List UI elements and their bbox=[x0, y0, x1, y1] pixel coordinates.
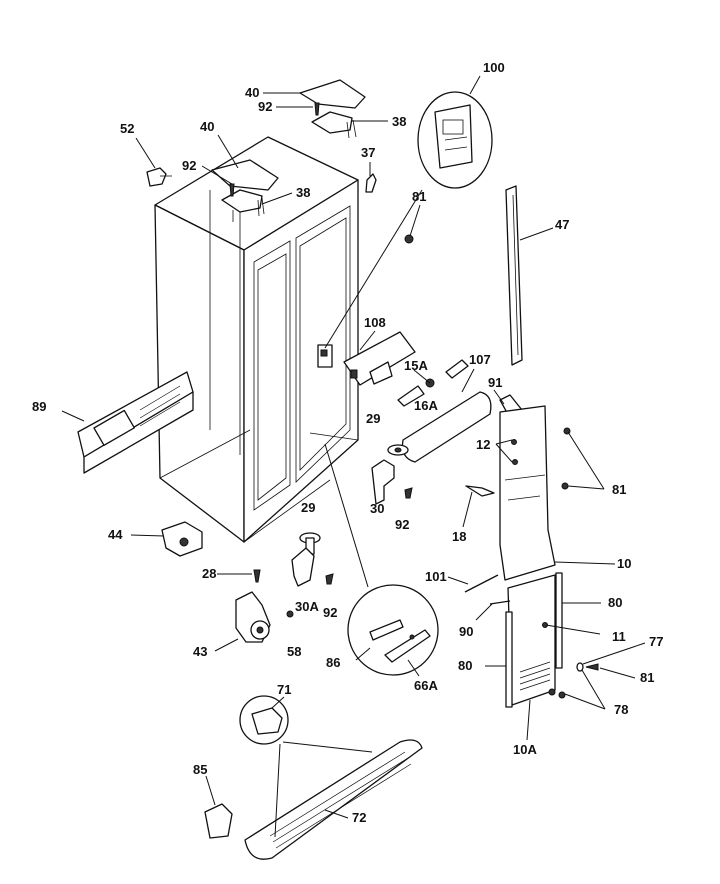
screw-81-bottom bbox=[585, 663, 599, 671]
refrigerator-cabinet bbox=[154, 136, 359, 543]
screw-92-center bbox=[404, 487, 413, 499]
callout-92-lower: 92 bbox=[182, 158, 196, 173]
bracket-30a bbox=[291, 547, 315, 587]
callout-81-bottom: 81 bbox=[640, 670, 654, 685]
bearing-29-lower bbox=[299, 532, 321, 555]
screw-81-right-lower bbox=[561, 482, 569, 490]
bearing-29-upper bbox=[387, 444, 409, 456]
top-hinge-cover-lower bbox=[211, 159, 279, 191]
hinge-pin-cap bbox=[365, 173, 377, 193]
callout-92-center: 92 bbox=[395, 517, 409, 532]
callout-29-upper: 29 bbox=[366, 411, 380, 426]
callout-101: 101 bbox=[425, 569, 447, 584]
callout-108: 108 bbox=[364, 315, 386, 330]
top-hinge-upper bbox=[311, 111, 357, 139]
callout-90: 90 bbox=[459, 624, 473, 639]
callout-37: 37 bbox=[361, 145, 375, 160]
back-panel bbox=[499, 405, 556, 581]
callout-91: 91 bbox=[488, 375, 502, 390]
hinge-screw-lower bbox=[229, 183, 235, 197]
callout-81-right: 81 bbox=[612, 482, 626, 497]
callout-11: 11 bbox=[612, 629, 626, 644]
callout-78: 78 bbox=[614, 702, 628, 717]
screw-92-lower bbox=[325, 573, 334, 585]
callout-30: 30 bbox=[370, 501, 384, 516]
callout-43: 43 bbox=[193, 644, 207, 659]
callout-38-upper: 38 bbox=[392, 114, 406, 129]
compressor-access-panel bbox=[77, 371, 194, 474]
callout-40-upper: 40 bbox=[245, 85, 259, 100]
side-rail-80-right bbox=[555, 572, 563, 669]
callout-100: 100 bbox=[483, 60, 505, 75]
callout-92-upper: 92 bbox=[258, 99, 272, 114]
screw-81-top bbox=[404, 234, 414, 244]
callout-47: 47 bbox=[555, 217, 569, 232]
detail-circle-71 bbox=[239, 695, 289, 745]
callout-labels: 100 40 92 38 52 40 92 38 37 81 47 108 15… bbox=[32, 60, 663, 825]
control-housing bbox=[343, 331, 416, 386]
callout-107: 107 bbox=[469, 352, 491, 367]
vent-grille bbox=[519, 661, 551, 691]
callout-52: 52 bbox=[120, 121, 134, 136]
callout-29-lower: 29 bbox=[301, 500, 315, 515]
washer-77 bbox=[576, 662, 584, 672]
callout-12: 12 bbox=[476, 437, 490, 452]
callout-10a: 10A bbox=[513, 742, 537, 757]
screws-78 bbox=[548, 688, 566, 699]
callout-66a: 66A bbox=[414, 678, 438, 693]
callout-58: 58 bbox=[287, 644, 301, 659]
control-bracket-small bbox=[317, 344, 333, 368]
callout-18: 18 bbox=[452, 529, 466, 544]
callout-92-lower-center: 92 bbox=[323, 605, 337, 620]
leveling-leg-44 bbox=[161, 521, 203, 557]
callout-10: 10 bbox=[617, 556, 631, 571]
callout-71: 71 bbox=[277, 682, 291, 697]
bracket-30 bbox=[371, 459, 395, 505]
callout-81-top: 81 bbox=[412, 189, 426, 204]
top-hinge-cover-upper bbox=[299, 79, 366, 109]
roller-bracket-43 bbox=[235, 591, 271, 643]
hinge-screw-upper bbox=[314, 102, 320, 116]
toe-grille-72 bbox=[244, 739, 423, 860]
callout-28: 28 bbox=[202, 566, 216, 581]
callout-89: 89 bbox=[32, 399, 46, 414]
detail-circle-86 bbox=[347, 584, 439, 676]
callout-86: 86 bbox=[326, 655, 340, 670]
callout-80-left: 80 bbox=[458, 658, 472, 673]
panel-grille bbox=[139, 385, 181, 427]
grille-slots bbox=[269, 751, 412, 849]
toe-grille-end-85 bbox=[204, 803, 233, 839]
back-panel-lower bbox=[507, 574, 556, 706]
callout-77: 77 bbox=[649, 634, 663, 649]
gasket-strip-101 bbox=[464, 574, 499, 593]
side-rail-80-left bbox=[505, 611, 513, 708]
callout-16a: 16A bbox=[414, 398, 438, 413]
callout-85: 85 bbox=[193, 762, 207, 777]
leader-lines bbox=[61, 75, 646, 838]
callout-15a: 15A bbox=[404, 358, 428, 373]
callout-80-right: 80 bbox=[608, 595, 622, 610]
valve-tube-15a bbox=[445, 359, 469, 379]
screw-58 bbox=[286, 610, 294, 618]
callout-72: 72 bbox=[352, 810, 366, 825]
door-rail-trim bbox=[505, 185, 523, 366]
gasket-strip-90 bbox=[489, 600, 511, 605]
callout-40-lower: 40 bbox=[200, 119, 214, 134]
door-stop-bolt bbox=[146, 167, 172, 187]
detail-circle-100 bbox=[417, 91, 493, 189]
screw-28 bbox=[253, 569, 261, 583]
callout-38-lower: 38 bbox=[296, 185, 310, 200]
hinge-pin-18 bbox=[465, 485, 495, 497]
callout-44: 44 bbox=[108, 527, 123, 542]
callout-30a: 30A bbox=[295, 599, 319, 614]
